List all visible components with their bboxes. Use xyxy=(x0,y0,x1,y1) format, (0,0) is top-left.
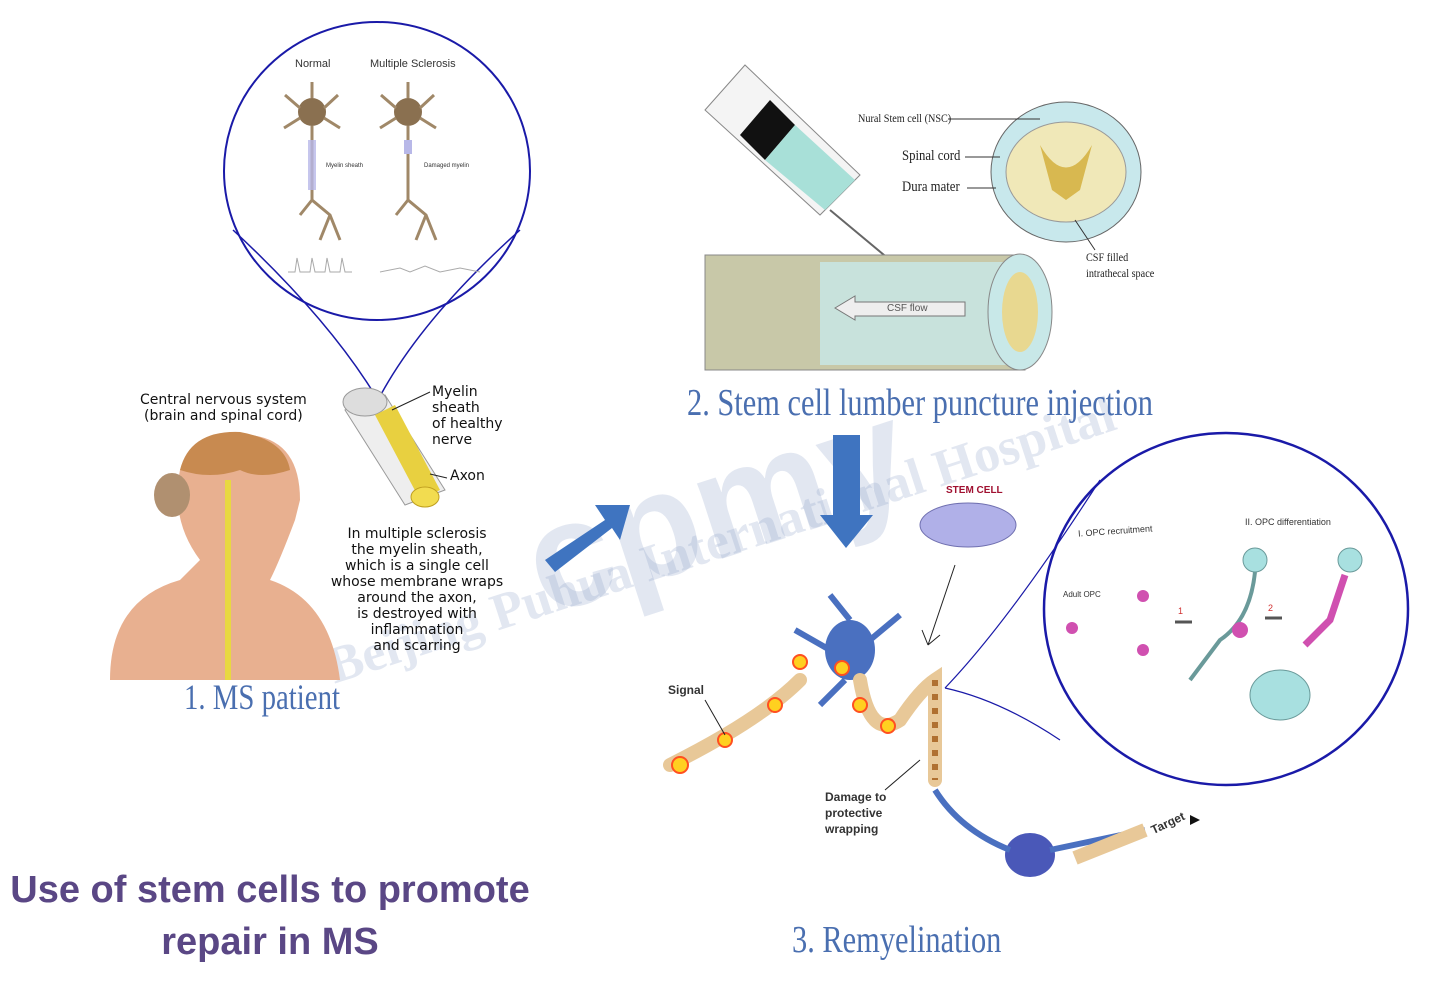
zoom-circle-neurons xyxy=(223,21,531,402)
main-title: Use of stem cells to promote repair in M… xyxy=(10,869,530,963)
opc-differentiation-label: II. OPC differentiation xyxy=(1245,517,1331,527)
label-myelin-sheath: Myelin sheath xyxy=(326,163,364,169)
neuron-normal-icon xyxy=(283,82,342,241)
axon-label: Axon xyxy=(450,468,485,484)
stem-cell-label: STEM CELL xyxy=(946,485,1003,496)
cns-label: Central nervous system (brain and spinal… xyxy=(140,392,307,424)
signal-normal-icon xyxy=(288,257,352,273)
patient-illustration xyxy=(110,431,340,680)
step-2-label: 2 xyxy=(1268,603,1274,613)
signal-label: Signal xyxy=(668,683,705,697)
ms-description: In multiple sclerosis the myelin sheath,… xyxy=(330,526,504,654)
caption-remyelination: 3. Remyelination xyxy=(792,919,1002,961)
csf-space-label: CSF filled intrathecal space xyxy=(1086,250,1155,280)
label-damaged-myelin: Damaged myelin xyxy=(424,163,470,169)
label-normal: Normal xyxy=(295,58,331,70)
csf-flow-label: CSF flow xyxy=(887,303,928,314)
stem-cell-icon xyxy=(919,502,1017,548)
nerve-cylinder-icon xyxy=(342,387,448,508)
arrow-right-icon xyxy=(545,505,630,572)
myelin-label: Myelin sheath of healthy nerve xyxy=(432,384,503,448)
zoom-circle-opc xyxy=(944,431,1410,787)
caption-ms-patient: 1. MS patient xyxy=(184,677,340,717)
nsc-label: Nural Stem cell (NSC) xyxy=(858,111,952,125)
spinal-cross-section-illustration xyxy=(948,101,1142,251)
signal-ms-icon xyxy=(379,265,481,273)
arrow-down-icon xyxy=(820,435,873,548)
remyelination-neuron-illustration xyxy=(663,593,1200,877)
adult-opc-label: Adult OPC xyxy=(1063,590,1101,599)
damage-label: Damage to protective wrapping xyxy=(825,790,887,836)
neuron-ms-icon xyxy=(379,82,438,241)
spinal-column-illustration xyxy=(704,253,1053,371)
caption-injection: 2. Stem cell lumber puncture injection xyxy=(687,382,1154,424)
spinal-cord-label: Spinal cord xyxy=(902,148,961,164)
step-1-label: 1 xyxy=(1178,606,1184,616)
label-multiple-sclerosis: Multiple Sclerosis xyxy=(370,58,456,70)
syringe-illustration xyxy=(704,64,891,261)
dura-mater-label: Dura mater xyxy=(902,179,960,195)
